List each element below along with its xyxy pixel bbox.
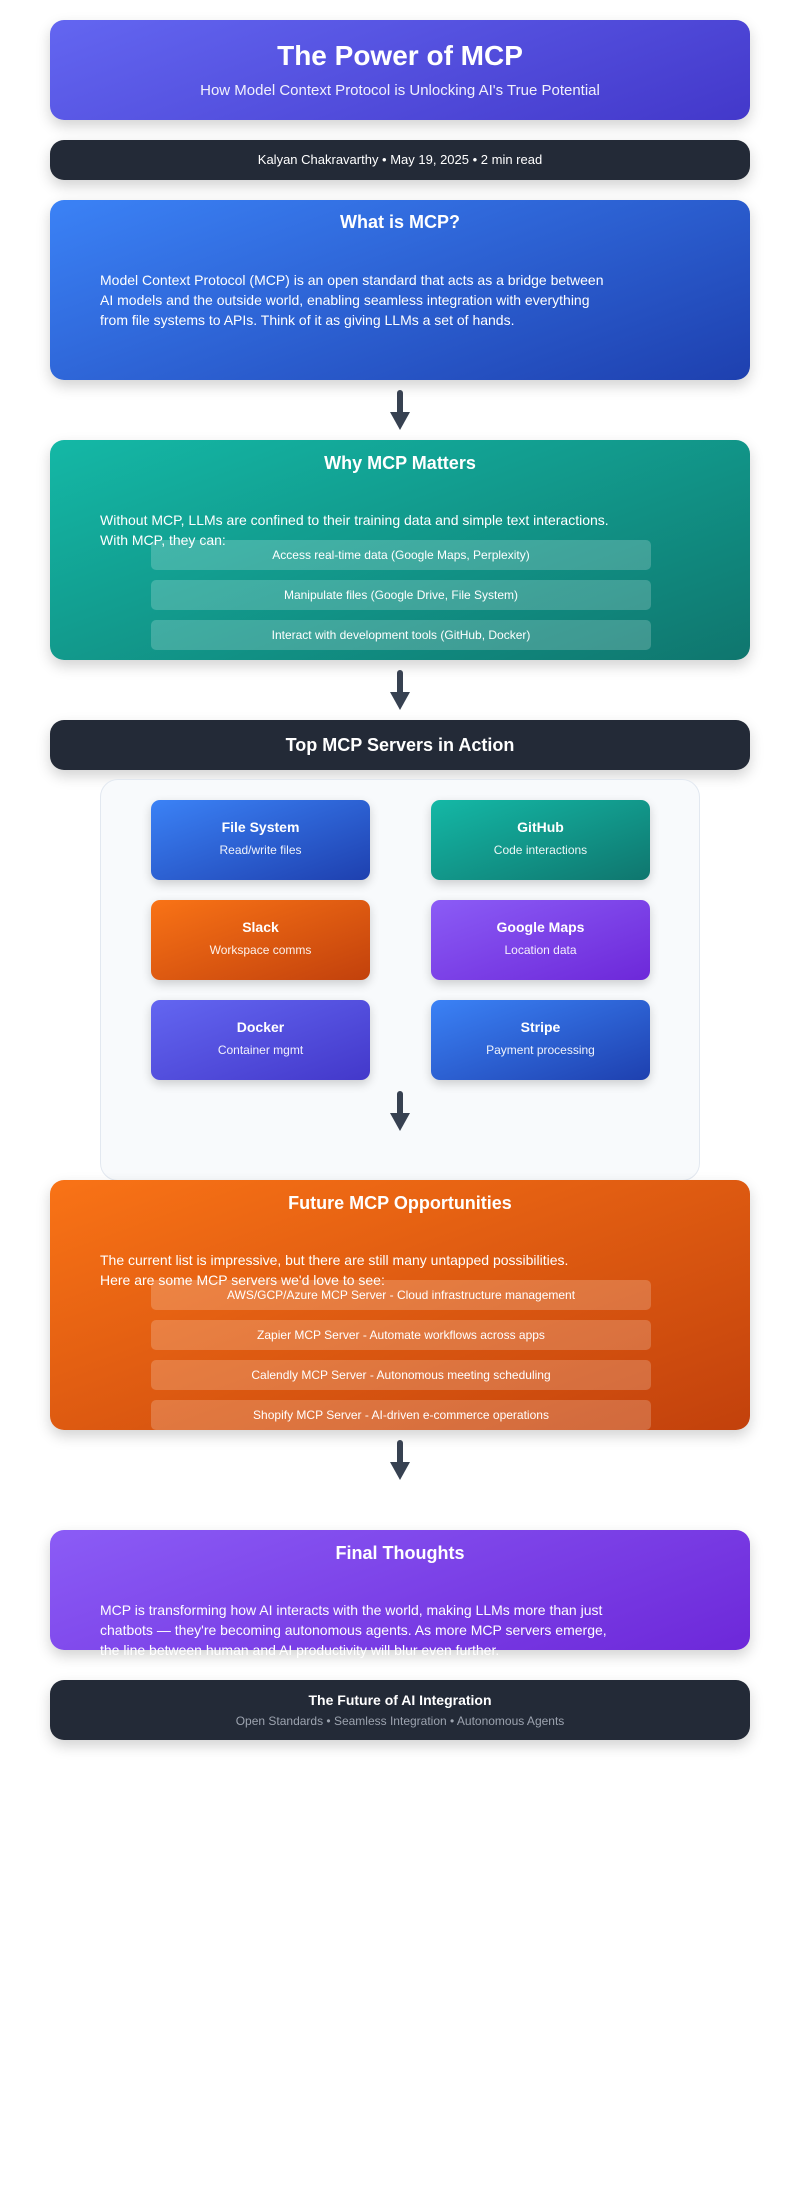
server-name: File System — [221, 819, 300, 835]
text-line: AI models and the outside world, enablin… — [100, 292, 590, 308]
server-card-github: GitHub Code interactions — [431, 800, 650, 880]
text-line: The current list is impressive, but ther… — [100, 1252, 569, 1268]
page-title: The Power of MCP — [277, 40, 523, 71]
section-title: Top MCP Servers in Action — [285, 735, 515, 755]
server-card-google-maps: Google Maps Location data — [431, 900, 650, 980]
server-name: Slack — [242, 919, 279, 935]
server-name: Google Maps — [496, 919, 585, 935]
section-text: Model Context Protocol (MCP) is an open … — [100, 270, 630, 330]
page-subtitle: How Model Context Protocol is Unlocking … — [200, 82, 600, 99]
list-item: Interact with development tools (GitHub,… — [151, 620, 651, 650]
text-line: Without MCP, LLMs are confined to their … — [100, 512, 609, 528]
list-item: Calendly MCP Server - Autonomous meeting… — [151, 1360, 651, 1390]
header-card: The Power of MCP How Model Context Proto… — [50, 20, 750, 120]
what-is-mcp-card: What is MCP? Model Context Protocol (MCP… — [50, 200, 750, 380]
servers-grid: File System Read/write files GitHub Code… — [100, 779, 700, 1181]
section-text: Without MCP, LLMs are confined to their … — [100, 510, 680, 550]
footer: The Future of AI Integration Open Standa… — [50, 1680, 750, 1740]
server-desc: Workspace comms — [209, 943, 312, 957]
server-card-stripe: Stripe Payment processing — [431, 1000, 650, 1080]
server-name: Stripe — [520, 1019, 561, 1035]
servers-header: Top MCP Servers in Action — [50, 720, 750, 770]
list-item: Shopify MCP Server - AI-driven e-commerc… — [151, 1400, 651, 1430]
server-name: GitHub — [517, 819, 564, 835]
section-title: Why MCP Matters — [324, 453, 476, 473]
section-text: The current list is impressive, but ther… — [100, 1250, 680, 1290]
server-card-docker: Docker Container mgmt — [151, 1000, 370, 1080]
section-title: Future MCP Opportunities — [288, 1193, 512, 1213]
section-title: What is MCP? — [340, 212, 460, 232]
footer-subtitle: Open Standards • Seamless Integration • … — [235, 1714, 565, 1728]
list-item: Access real-time data (Google Maps, Perp… — [151, 540, 651, 570]
why-mcp-matters-card: Why MCP Matters Without MCP, LLMs are co… — [50, 440, 750, 660]
server-desc: Read/write files — [219, 843, 302, 857]
text-line: Here are some MCP servers we'd love to s… — [100, 1272, 385, 1288]
text-line: the line between human and AI productivi… — [100, 1642, 500, 1658]
section-title: Final Thoughts — [335, 1543, 465, 1563]
meta-text: Kalyan Chakravarthy • May 19, 2025 • 2 m… — [257, 152, 543, 167]
text-line: With MCP, they can: — [100, 532, 226, 548]
final-thoughts-card: Final Thoughts MCP is transforming how A… — [50, 1530, 750, 1658]
text-line: chatbots — they're becoming autonomous a… — [100, 1622, 607, 1638]
server-card-file-system: File System Read/write files — [151, 800, 370, 880]
list-item: Zapier MCP Server - Automate workflows a… — [151, 1320, 651, 1350]
server-desc: Code interactions — [493, 843, 588, 857]
server-desc: Container mgmt — [217, 1043, 304, 1057]
list-item: AWS/GCP/Azure MCP Server - Cloud infrast… — [151, 1280, 651, 1310]
meta-bar: Kalyan Chakravarthy • May 19, 2025 • 2 m… — [50, 140, 750, 180]
server-card-slack: Slack Workspace comms — [151, 900, 370, 980]
list-item: Manipulate files (Google Drive, File Sys… — [151, 580, 651, 610]
future-opportunities-card: Future MCP Opportunities The current lis… — [50, 1180, 750, 1430]
server-name: Docker — [236, 1019, 285, 1035]
text-line: from file systems to APIs. Think of it a… — [100, 312, 515, 328]
text-line: Model Context Protocol (MCP) is an open … — [100, 272, 604, 288]
server-desc: Payment processing — [486, 1043, 595, 1057]
footer-title: The Future of AI Integration — [308, 1692, 492, 1708]
section-text: MCP is transforming how AI interacts wit… — [100, 1600, 630, 1660]
server-desc: Location data — [504, 943, 577, 957]
text-line: MCP is transforming how AI interacts wit… — [100, 1602, 603, 1618]
